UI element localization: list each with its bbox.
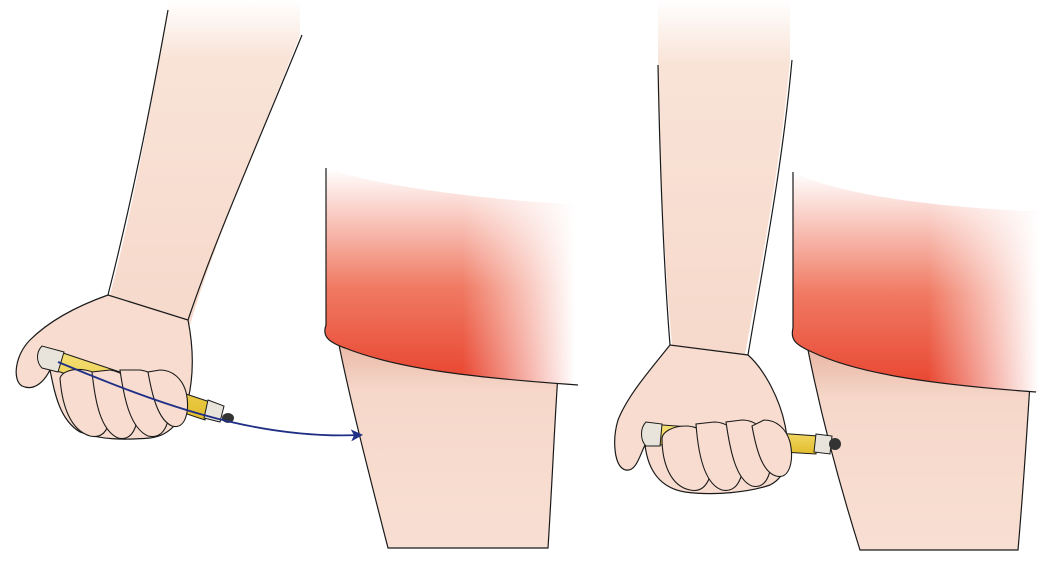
red-shorts-right — [792, 172, 1039, 392]
red-shorts-left — [325, 168, 578, 385]
hand-right — [615, 345, 841, 494]
hand-left — [16, 295, 234, 439]
panel-2 — [615, 0, 1039, 550]
panel-1 — [16, 0, 578, 548]
forearm-right — [658, 0, 790, 355]
